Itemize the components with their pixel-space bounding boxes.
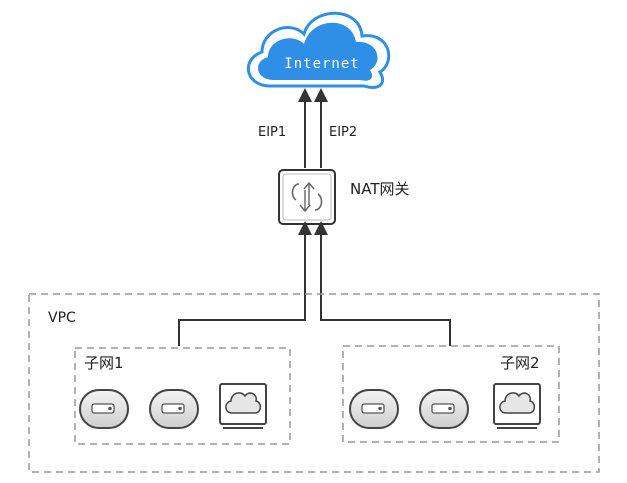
monitor-icon <box>219 383 267 429</box>
subnet2-container <box>342 345 560 443</box>
subnet1-link <box>178 221 312 346</box>
vpc-label: VPC <box>48 310 76 326</box>
internet-label: Internet <box>284 56 360 72</box>
eip2-label: EIP2 <box>329 125 358 140</box>
subnet1-label: 子网1 <box>84 354 124 372</box>
monitor-icon <box>493 383 541 429</box>
server-icon <box>79 389 129 429</box>
subnet2-label: 子网2 <box>500 354 540 372</box>
server-icon <box>349 389 399 429</box>
eip1-label: EIP1 <box>258 125 287 140</box>
server-icon <box>149 389 199 429</box>
server-icon <box>419 389 469 429</box>
nat-gateway-icon <box>278 169 336 225</box>
nat-gateway-label: NAT网关 <box>350 180 410 198</box>
vpc-container <box>28 293 600 473</box>
internet-cloud-icon <box>246 11 391 89</box>
subnet2-link <box>314 221 451 346</box>
